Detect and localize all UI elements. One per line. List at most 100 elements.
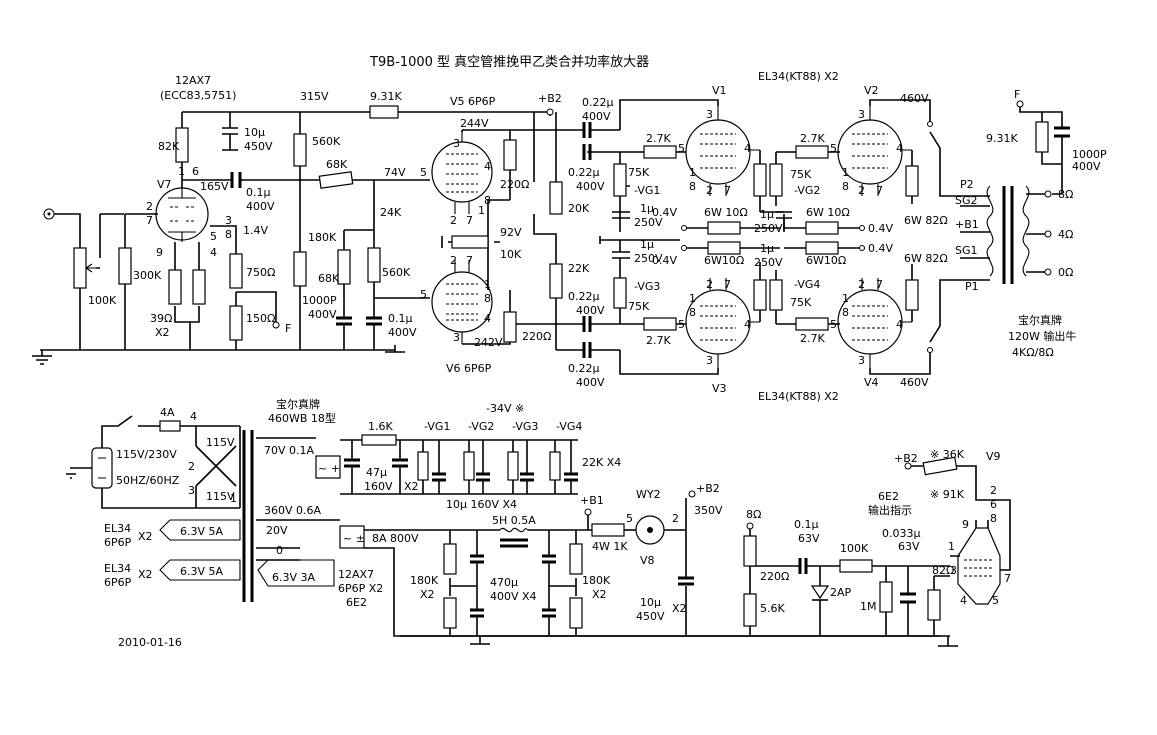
v7-pin8: 8 <box>225 228 232 241</box>
tail-resistor-label: 10K <box>500 248 522 261</box>
indicator-resistor-82 <box>927 589 941 621</box>
resistor-560k-top <box>293 133 307 167</box>
resistor-68k-bias <box>337 249 351 285</box>
resistor-180k-label: 180K <box>308 231 337 244</box>
feedback-input-terminal[interactable] <box>272 321 280 329</box>
grid-leak-75k-3 <box>613 277 627 309</box>
output-8ohm-terminal[interactable] <box>1044 190 1052 198</box>
reservoir-cap-volt: 400V X4 <box>490 590 537 603</box>
ot-p2: P2 <box>960 178 974 191</box>
resistor-68k-series-label: 68K <box>326 158 348 171</box>
resistor-22k <box>549 263 563 299</box>
wy2-label: WY2 <box>636 488 661 501</box>
v7-cathode-resistor-a <box>168 269 182 305</box>
grid-stopper-27k-2 <box>795 145 829 159</box>
output-0ohm-label: 0Ω <box>1058 266 1073 279</box>
v7-pin4: 4 <box>210 246 217 259</box>
cathode-test-point-2[interactable] <box>859 225 865 231</box>
v7-cathode-r-mult: X2 <box>155 326 170 339</box>
v6-anode-resistor-label: 220Ω <box>522 330 551 343</box>
b2-output-label: +B2 <box>696 482 720 495</box>
v9-pin5: 5 <box>992 594 999 607</box>
indicator-100k-label: 100K <box>840 542 869 555</box>
filter-cap-10u-label: 10μ <box>244 126 265 139</box>
input-jack[interactable] <box>43 208 55 220</box>
filter-cap-10u-volt: 450V <box>244 140 273 153</box>
resistor-750 <box>229 253 243 289</box>
heater2-tube2: 6P6P <box>104 576 132 589</box>
el34-bottom-label: EL34(KT88) X2 <box>758 390 839 403</box>
mains-frequency: 50HZ/60HZ <box>116 474 180 487</box>
cathode-resistor-v4 <box>805 241 839 255</box>
pt-pin1: 1 <box>230 492 237 505</box>
grid-stopper-4-label: 2.7K <box>800 332 825 345</box>
bias-cap-47u: 47μ <box>366 466 387 479</box>
switch-top[interactable] <box>927 121 933 127</box>
grid-stopper-1-label: 2.7K <box>646 132 671 145</box>
voltage-460v-bottom: 460V <box>900 376 929 389</box>
cathode-test-point-3[interactable] <box>681 245 687 251</box>
output-transformer <box>986 185 1030 284</box>
indicator-8ohm-input[interactable] <box>746 522 754 530</box>
v7-pin6: 6 <box>192 165 199 178</box>
filter-cap-mult: X2 <box>672 602 687 615</box>
v7-pin5: 5 <box>210 230 217 243</box>
resistor-931k <box>369 105 399 119</box>
b2-output-terminal[interactable] <box>688 490 696 498</box>
tube-v7 <box>155 187 209 242</box>
v6-pin4: 4 <box>484 312 491 325</box>
v6-pin2: 2 <box>450 254 457 267</box>
grid-leak-3-label: 75K <box>628 300 650 313</box>
v9-pin3: 3 <box>950 564 957 577</box>
b2-top-terminal[interactable] <box>546 108 554 116</box>
series-resistor-4w1k <box>591 523 625 537</box>
grid-leak-2-label: 75K <box>790 168 812 181</box>
output-4ohm-label: 4Ω <box>1058 228 1073 241</box>
v1-pin1: 1 <box>689 166 696 179</box>
choke-5h <box>499 527 529 548</box>
cap-1u-2-label: 1μ <box>760 208 774 221</box>
v4-label: V4 <box>864 376 879 389</box>
hv-bridge-glyph: ~ ± <box>343 532 365 545</box>
output-0ohm-terminal[interactable] <box>1044 268 1052 276</box>
primary-115v-bottom: 115V <box>206 490 235 503</box>
v3-pin2: 2 <box>706 278 713 291</box>
indicator-resistor-36k <box>922 456 958 476</box>
v9-pin1: 1 <box>948 540 955 553</box>
indicator-b2-label: +B2 <box>894 452 918 465</box>
indicator-tube-type: 6E2 <box>878 490 899 503</box>
volume-pot[interactable] <box>73 247 96 289</box>
ground-symbol-input <box>32 350 52 365</box>
cathode-test-point-1[interactable] <box>681 225 687 231</box>
mains-inlet[interactable] <box>91 447 113 489</box>
bias-caps-label: 10μ 160V X4 <box>446 498 517 511</box>
v9-pin6: 6 <box>990 498 997 511</box>
resistor-68k-bias-label: 68K <box>318 272 340 285</box>
bleeder-b-mult: X2 <box>592 588 607 601</box>
v04-4: 0.4V <box>868 242 893 255</box>
cathode-v3-label: 6W10Ω <box>704 254 744 267</box>
resistor-22k-label: 22K <box>568 262 590 275</box>
v04-1: 0.4V <box>652 206 677 219</box>
feedback-output-terminal[interactable] <box>1016 100 1024 108</box>
b1-output-terminal[interactable] <box>584 508 592 516</box>
bleeder-180k-b2 <box>569 597 583 629</box>
heater2-tube: EL34 <box>104 562 131 575</box>
v5-label: V5 6P6P <box>450 95 496 108</box>
voltage-315v: 315V <box>300 90 329 103</box>
switch-bottom[interactable] <box>927 347 933 353</box>
v7-cathode-resistor-b <box>192 269 206 305</box>
mains-fuse <box>159 420 181 432</box>
cathode-resistor-v1 <box>707 221 741 235</box>
cathode-test-point-4[interactable] <box>859 245 865 251</box>
heater2-mult: X2 <box>138 568 153 581</box>
resistor-68k-series <box>318 171 354 189</box>
secondary-20v: 20V <box>266 524 288 537</box>
secondary-360v: 360V 0.6A <box>264 504 322 517</box>
v1-label: V1 <box>712 84 727 97</box>
cap-1000p-volt: 400V <box>308 308 337 321</box>
output-4ohm-terminal[interactable] <box>1044 230 1052 238</box>
cap-01u-bias-label: 0.1μ <box>388 312 413 325</box>
v04-3: 0.4V <box>652 254 677 267</box>
